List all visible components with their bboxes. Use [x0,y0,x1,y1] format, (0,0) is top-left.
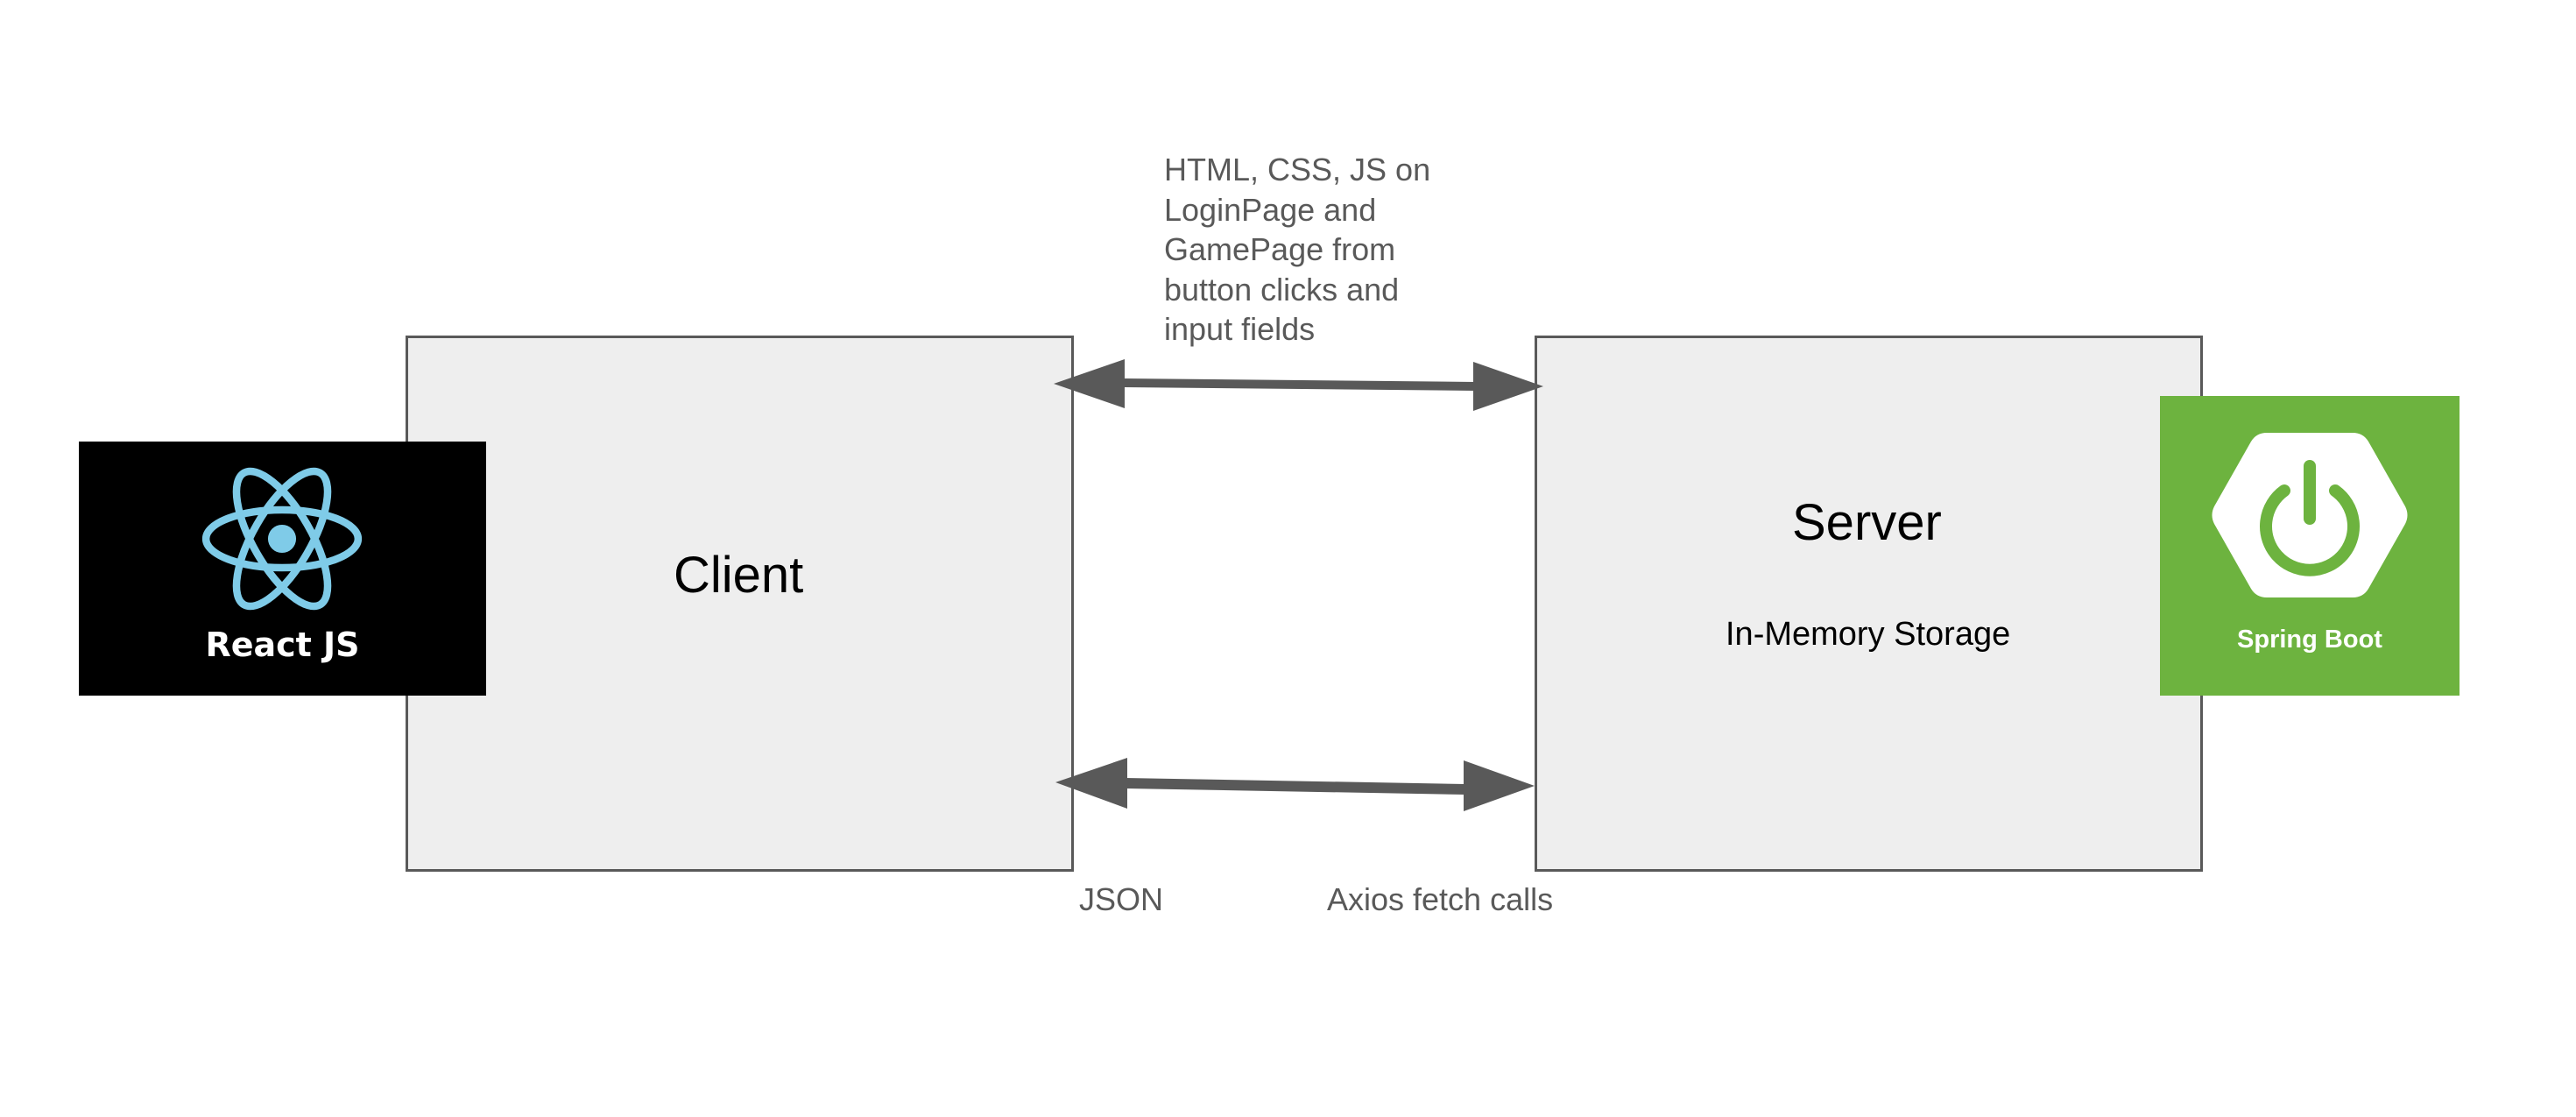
top-note-line: button clicks and [1164,271,1400,308]
react-atom-icon [201,467,363,611]
axios-label: Axios fetch calls [1327,881,1554,917]
spring-logo-label: Spring Boot [2237,626,2382,654]
spring-boot-logo: Spring Boot [2160,396,2460,696]
top-arrow-right-head [1473,362,1543,411]
top-arrow-shaft [1123,378,1475,391]
top-connection-note: HTML, CSS, JS on LoginPage and GamePage … [1164,150,1430,350]
top-note-line: input fields [1164,311,1316,347]
top-note-line: GamePage from [1164,231,1396,267]
react-logo-label: React JS [205,626,360,664]
client-box [406,336,1074,872]
json-label: JSON [1079,881,1164,917]
server-title: Server [1792,494,1942,551]
client-title: Client [674,547,804,604]
react-js-logo: React JS [79,442,486,696]
spring-power-icon [2212,433,2408,597]
top-note-line: HTML, CSS, JS on [1164,152,1431,187]
bottom-arrow-shaft [1126,778,1465,795]
top-note-line: LoginPage and [1164,191,1377,228]
bottom-arrow-right-head [1464,760,1535,811]
server-box [1535,336,2203,872]
server-subtitle: In-Memory Storage [1726,616,2011,653]
